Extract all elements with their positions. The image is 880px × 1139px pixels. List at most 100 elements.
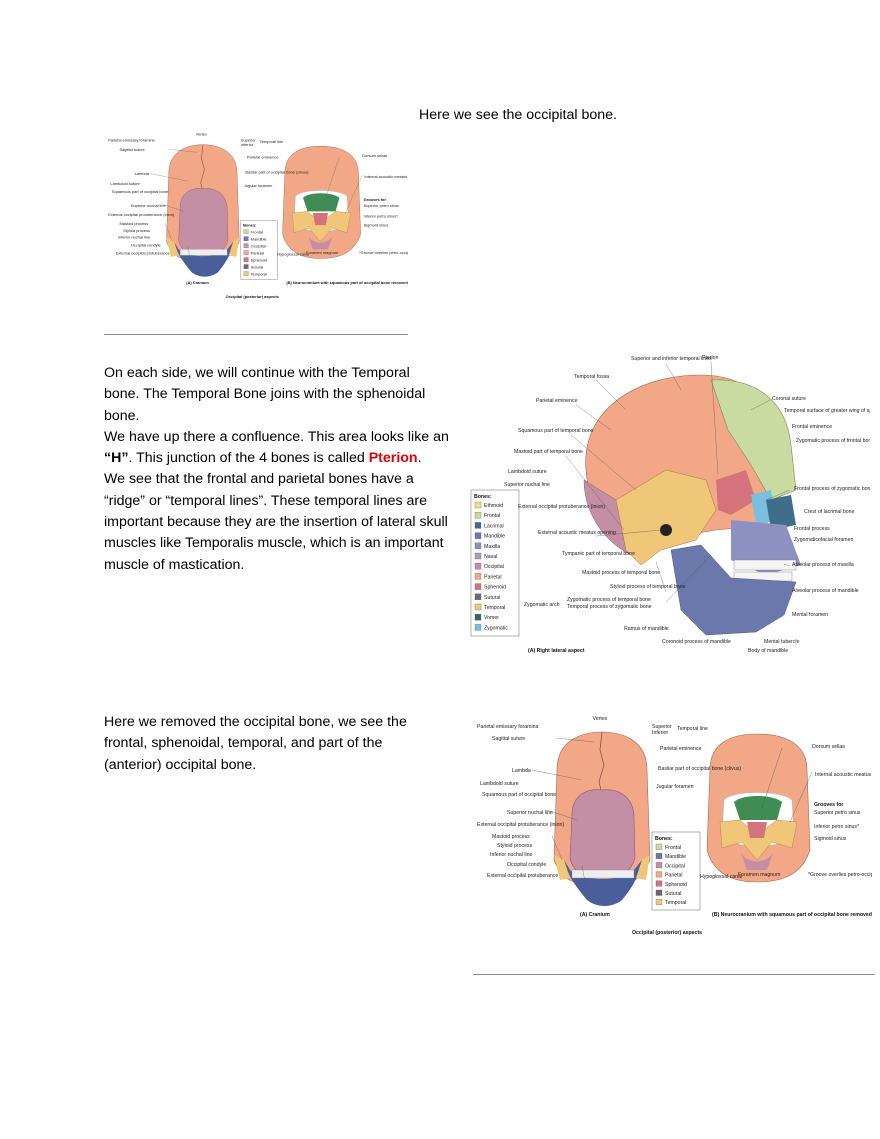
- legend-item-occipital: Occipital: [665, 863, 685, 869]
- label-mastoid_process: Mastoid process of temporal bone: [582, 570, 660, 576]
- leader-line: [575, 404, 612, 431]
- mandible-lateral-shape: [670, 544, 797, 636]
- legend-swatch: [243, 243, 249, 248]
- basilar-occipital-shape: [307, 234, 334, 250]
- legend-item-sphenoid: Sphenoid: [665, 882, 687, 888]
- legend-item-mandible: Mandible: [251, 236, 268, 241]
- label-sup_nuchal: Superior nuchal line: [504, 482, 550, 488]
- leader-line: [149, 173, 188, 182]
- label-pterion: Pterion: [702, 355, 719, 361]
- label-front_proc_zyg: Frontal process of zygomatic bone: [794, 486, 870, 492]
- legend-item-parietal: Parietal: [251, 250, 264, 255]
- leader-line: [783, 563, 791, 567]
- leader-line: [595, 529, 662, 537]
- legend-item-parietal: Parietal: [665, 873, 683, 879]
- legend-swatch: [243, 257, 249, 262]
- occipital-diagram: Bones:FrontalMandibleOccipitalParietalSp…: [108, 132, 408, 299]
- sphenoid-interior-shape: [312, 212, 329, 226]
- legend-swatch: [474, 583, 482, 590]
- label-sup-petro: Superior petro sinus: [364, 203, 399, 208]
- legend-item-frontal: Frontal: [484, 513, 500, 519]
- legend-title: Bones:: [474, 494, 492, 500]
- label-ext_occ: External occipital protuberance (inion): [108, 212, 175, 217]
- legend-item-temporal: Temporal: [484, 605, 505, 611]
- label-zygomatic_arch: Zygomatic arch: [524, 602, 560, 608]
- legend-item-mandible: Mandible: [665, 854, 686, 860]
- label-parietal_eminence: Parietal eminence: [536, 398, 578, 404]
- bones-legend-box: [651, 831, 701, 911]
- label-dorsum: Dorsum sellae: [362, 153, 388, 158]
- temporal-lines-p3: We see that the frontal and parietal bon…: [104, 471, 448, 573]
- label-parietal_emissary: Parietal emissary foramina: [477, 724, 539, 730]
- legend-swatch: [474, 603, 482, 611]
- label-styloid_process: Styloid process of temporal bone: [610, 584, 686, 590]
- label-lambda: Lambda: [512, 768, 531, 774]
- legend-title: Bones:: [655, 836, 673, 842]
- label-occ_condyle: Occipital condyle: [131, 242, 162, 247]
- label-alveolar_maxilla: Alveolar process of maxilla: [792, 562, 854, 568]
- mastoid-left-shape: [554, 855, 570, 880]
- occipital-base-shape: [564, 860, 642, 906]
- legend-title: Bones:: [243, 223, 256, 228]
- divider-2: [473, 974, 875, 975]
- legend-swatch: [243, 271, 249, 276]
- label-zyg-proc-temporal: Zygomatic process of temporal bone: [567, 597, 651, 603]
- label-mastoid: Mastoid process: [120, 221, 149, 226]
- leader-line: [655, 561, 667, 593]
- legend-swatch: [243, 264, 249, 269]
- legend-swatch: [655, 880, 663, 887]
- label-alveolar_mandible: Alveolar process of mandible: [792, 588, 859, 594]
- leader-line: [556, 737, 595, 743]
- label-inf-petro: Inferior petro sinus*: [814, 824, 859, 830]
- intro-occipital-text: Here we see the occipital bone.: [419, 107, 617, 123]
- label-ramus: Ramus of mandible: [624, 626, 669, 632]
- pterion-term: Pterion: [368, 450, 418, 467]
- label-grooves: Grooves for: [814, 802, 843, 808]
- label-foramen-magnum: Foramen magnum: [306, 250, 339, 255]
- label-vertex: Vertex: [593, 716, 608, 722]
- caption-a: (A) Cranium: [186, 280, 209, 285]
- occipital-base-shape: [174, 241, 234, 277]
- label-zygomaticofacial: Zygomaticofacial foramen: [794, 537, 854, 543]
- label-sup_nuchal: Superior nuchal line: [131, 203, 167, 208]
- leader-line: [531, 769, 583, 781]
- occipital-diagram: Bones: FrontalMandibleOccipitalParietalSp…: [477, 716, 872, 936]
- label-coronoid: Coronoid process of mandible: [662, 639, 731, 645]
- label-parietal-eminence: Parietal eminence: [660, 746, 702, 752]
- label-jugular: Jugular foramen: [244, 183, 272, 188]
- legend-item-frontal: Frontal: [665, 845, 681, 851]
- legend-swatch: [474, 614, 482, 621]
- legend-item-temporal: Temporal: [251, 271, 267, 276]
- caption-b: (B) Neurocranium with squamous part of o…: [712, 912, 872, 918]
- label-crest_lacrimal: Crest of lacrimal bone: [804, 509, 855, 515]
- label-frontal_eminence: Frontal eminence: [792, 424, 832, 430]
- label-int-acoustic: Internal acoustic meatus: [364, 174, 407, 179]
- legend-item-lacrimal: Lacrimal: [484, 523, 504, 529]
- leader-line: [345, 174, 363, 213]
- legend-swatch: [243, 229, 249, 234]
- temporal-paragraph: On each side, we will continue with the …: [104, 363, 449, 576]
- leader-line: [750, 399, 771, 411]
- legend-swatch: [474, 522, 482, 529]
- legend-item-nasal: Nasal: [484, 554, 497, 560]
- sagittal-suture-line: [598, 731, 605, 799]
- mastoid-left-shape: [166, 237, 179, 257]
- label-parietal_emissary: Parietal emissary foramina: [108, 138, 155, 143]
- legend-item-occipital: Occipital: [251, 243, 266, 248]
- label-mastoid_part: Mastoid part of temporal bone: [514, 449, 583, 455]
- label-groove-note: *Groove overlies petro-occipital fissure: [808, 872, 872, 878]
- label-parietal-eminence: Parietal eminence: [247, 154, 279, 159]
- label-groove-note: *Groove overlies petro-occipital fissure: [359, 250, 408, 255]
- mastoid-right-shape: [636, 855, 650, 880]
- legend-swatch: [655, 862, 663, 869]
- label-inf_nuchal: Inferior nuchal line: [490, 852, 533, 858]
- label-styloid: Styloid process: [123, 228, 150, 233]
- label-mastoid: Mastoid process: [492, 834, 530, 840]
- legend-swatch: [474, 501, 482, 509]
- legend-item-sphenoid: Sphenoid: [484, 585, 506, 591]
- lacrimal-lateral-shape: [766, 495, 796, 530]
- label-sagittal: Sagittal suture: [120, 147, 146, 152]
- legend-item-temporal: Temporal: [665, 900, 686, 906]
- label-sigmoid: Sigmoid sinus: [814, 836, 847, 842]
